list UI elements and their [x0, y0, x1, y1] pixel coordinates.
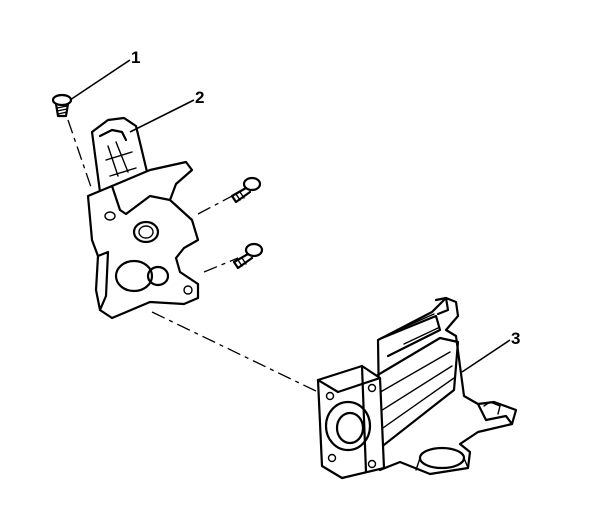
callout-leaders [69, 59, 511, 373]
callout-number-3: 3 [511, 329, 521, 348]
callout-number-2: 2 [195, 88, 205, 107]
housing-part-3 [316, 296, 518, 480]
leader-3 [461, 339, 511, 373]
bracket-part-2 [86, 116, 200, 320]
bracket-screws [230, 176, 264, 270]
screw-part-1 [51, 93, 73, 118]
assembly-center-lines [67, 119, 319, 393]
leader-1 [69, 59, 131, 101]
callout-number-1: 1 [131, 48, 141, 67]
leader-2 [129, 99, 195, 133]
